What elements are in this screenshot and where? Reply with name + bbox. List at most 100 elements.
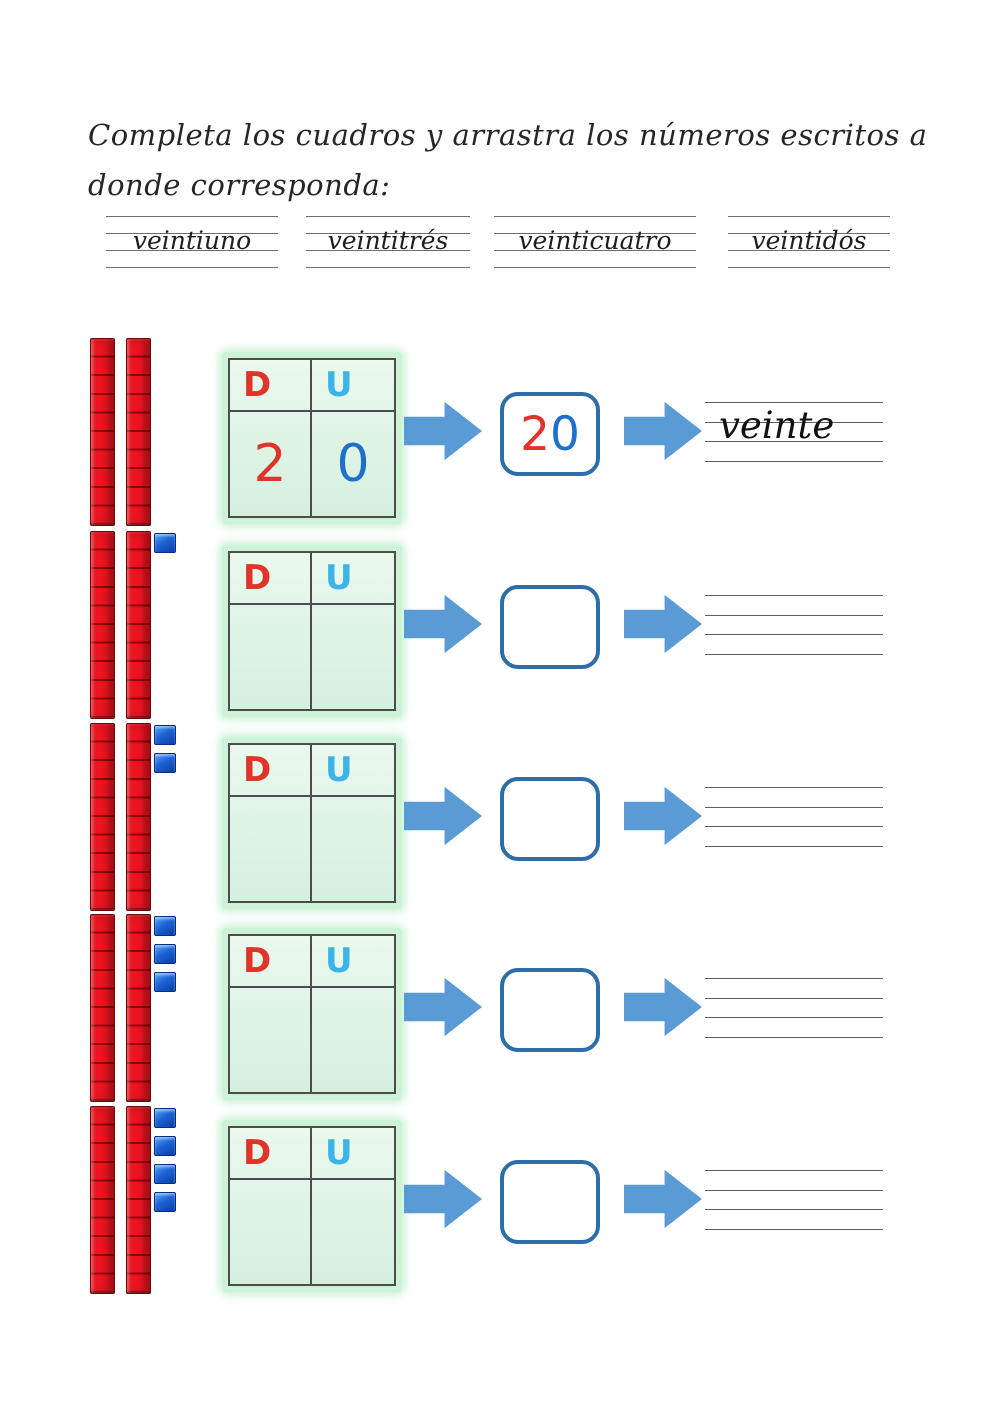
- tens-header: D: [230, 360, 312, 412]
- word-bank-item-veintidos[interactable]: veintidós: [728, 214, 890, 270]
- arrow-right-icon: [624, 786, 702, 846]
- tens-rod: [90, 531, 115, 719]
- unit-cube: [154, 725, 176, 745]
- word-drop-area[interactable]: [705, 978, 883, 1040]
- place-value-table: D U 2 0: [222, 352, 402, 524]
- tens-input[interactable]: [230, 1180, 312, 1284]
- worksheet-title-line1: Completa los cuadros y arrastra los núme…: [88, 118, 928, 152]
- worksheet-row-21: D U: [0, 531, 1000, 723]
- units-input[interactable]: [312, 797, 394, 901]
- units-header: U: [312, 1128, 394, 1180]
- number-box[interactable]: [500, 1160, 600, 1244]
- tens-rod: [90, 1106, 115, 1294]
- handwriting-lines: [705, 595, 883, 655]
- arrow-right-icon: [404, 1169, 482, 1229]
- unit-cubes: [154, 725, 176, 773]
- units-header: U: [312, 936, 394, 988]
- number-box[interactable]: [500, 777, 600, 861]
- units-header: U: [312, 553, 394, 605]
- unit-cube: [154, 1136, 176, 1156]
- arrow-right-icon: [404, 594, 482, 654]
- unit-cube: [154, 972, 176, 992]
- unit-cubes: [154, 916, 176, 992]
- tens-input[interactable]: [230, 797, 312, 901]
- tens-rods: [90, 338, 151, 526]
- worksheet-row-22: D U: [0, 723, 1000, 915]
- handwriting-lines: [106, 216, 278, 268]
- units-input[interactable]: [312, 988, 394, 1092]
- word-label: veintiuno: [132, 226, 252, 255]
- arrow-right-icon: [624, 1169, 702, 1229]
- tens-rod: [90, 723, 115, 911]
- unit-cube: [154, 1192, 176, 1212]
- handwriting-lines: [705, 787, 883, 847]
- unit-cube: [154, 1108, 176, 1128]
- tens-header: D: [230, 553, 312, 605]
- arrow-right-icon: [404, 401, 482, 461]
- worksheet-title-line2: donde corresponda:: [88, 168, 391, 202]
- tens-rods: [90, 723, 151, 911]
- tens-rods: [90, 531, 151, 719]
- arrow-right-icon: [404, 786, 482, 846]
- word-bank-item-veintiuno[interactable]: veintiuno: [106, 214, 278, 270]
- tens-rod: [126, 914, 151, 1102]
- handwriting-lines: [494, 216, 696, 268]
- unit-cubes: [154, 533, 176, 553]
- units-input[interactable]: 0: [336, 434, 370, 494]
- unit-cubes: [154, 1108, 176, 1212]
- tens-header: D: [230, 936, 312, 988]
- written-word: veinte: [719, 404, 835, 447]
- unit-cube: [154, 533, 176, 553]
- base-ten-blocks: [90, 914, 200, 1102]
- place-value-table: D U: [222, 1120, 402, 1292]
- worksheet-row-24: D U: [0, 1106, 1000, 1298]
- number-tens: 2: [520, 406, 550, 462]
- word-bank-item-veinticuatro[interactable]: veinticuatro: [494, 214, 696, 270]
- word-label: veintidós: [751, 226, 867, 255]
- tens-input[interactable]: [230, 988, 312, 1092]
- tens-rod: [126, 531, 151, 719]
- unit-cube: [154, 944, 176, 964]
- tens-input[interactable]: [230, 605, 312, 709]
- number-box[interactable]: [500, 585, 600, 669]
- unit-cube: [154, 753, 176, 773]
- word-bank-item-veintitres[interactable]: veintitrés: [306, 214, 470, 270]
- word-drop-area[interactable]: [705, 787, 883, 849]
- tens-rod: [90, 914, 115, 1102]
- place-value-table: D U: [222, 545, 402, 717]
- tens-rod: [126, 723, 151, 911]
- arrow-right-icon: [624, 401, 702, 461]
- unit-cube: [154, 1164, 176, 1184]
- tens-rod: [126, 338, 151, 526]
- word-drop-area[interactable]: veinte: [705, 402, 883, 464]
- arrow-right-icon: [624, 594, 702, 654]
- handwriting-lines: [705, 402, 883, 462]
- word-drop-area[interactable]: [705, 1170, 883, 1232]
- handwriting-lines: [705, 978, 883, 1038]
- handwriting-lines: [728, 216, 890, 268]
- tens-header: D: [230, 745, 312, 797]
- number-box[interactable]: [500, 968, 600, 1052]
- base-ten-blocks: [90, 531, 200, 719]
- unit-cube: [154, 916, 176, 936]
- number-units: 0: [550, 406, 580, 462]
- units-header: U: [312, 360, 394, 412]
- units-input[interactable]: [312, 605, 394, 709]
- place-value-table: D U: [222, 737, 402, 909]
- tens-header: D: [230, 1128, 312, 1180]
- units-header: U: [312, 745, 394, 797]
- base-ten-blocks: [90, 1106, 200, 1294]
- base-ten-blocks: [90, 338, 200, 526]
- arrow-right-icon: [404, 977, 482, 1037]
- base-ten-blocks: [90, 723, 200, 911]
- place-value-table: D U: [222, 928, 402, 1100]
- tens-rod: [126, 1106, 151, 1294]
- word-label: veinticuatro: [518, 226, 672, 255]
- tens-input[interactable]: 2: [230, 412, 312, 516]
- units-input[interactable]: [312, 1180, 394, 1284]
- handwriting-lines: [705, 1170, 883, 1230]
- word-drop-area[interactable]: [705, 595, 883, 657]
